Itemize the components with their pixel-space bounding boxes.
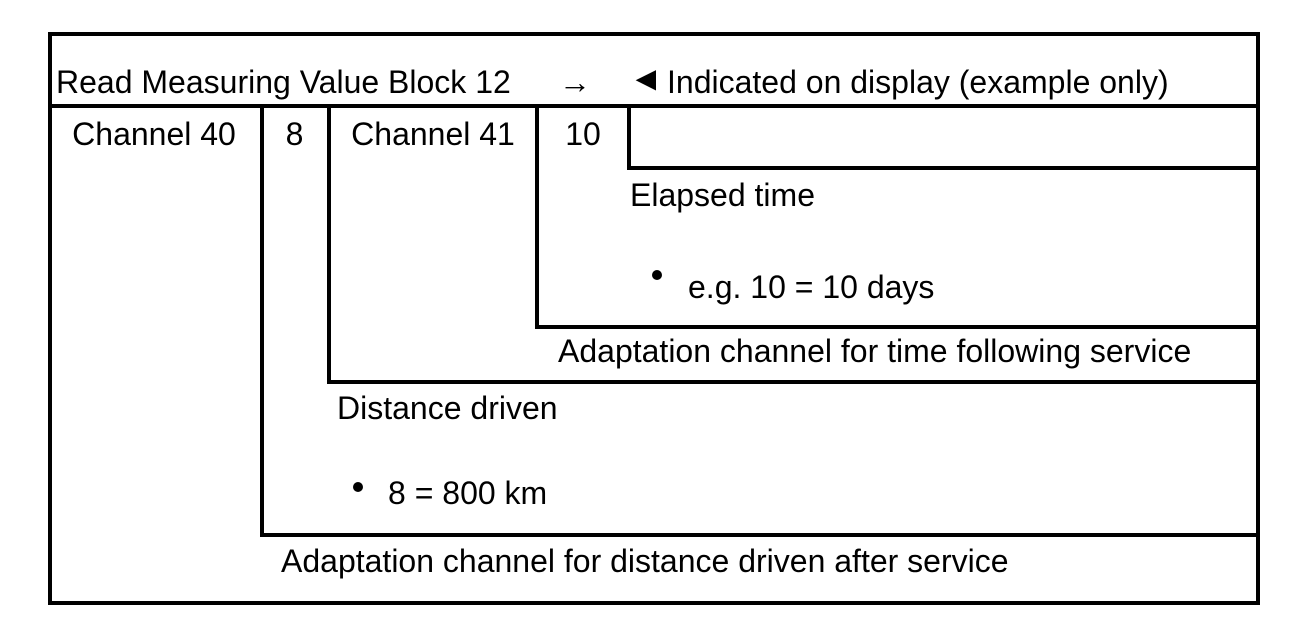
cell-channel41: Channel 41 (351, 116, 515, 152)
elapsed-time-title: Elapsed time (630, 177, 815, 213)
bracket-line-value10 (535, 325, 1256, 329)
bracket-line-display-value-area (627, 166, 1256, 170)
bullet-dot-icon (353, 482, 363, 492)
cell-display-value-empty (631, 108, 1256, 166)
bracket-line-channel41 (327, 380, 1256, 384)
header-row-separator-line (48, 104, 1260, 108)
divider-after-channel41 (535, 108, 539, 329)
elapsed-time-example: e.g. 10 = 10 days (688, 269, 935, 305)
divider-after-value8 (327, 108, 331, 384)
cell-value-10: 10 (565, 116, 601, 152)
distance-driven-title: Distance driven (337, 390, 558, 426)
distance-adaptation-channel-label: Adaptation channel for distance driven a… (281, 543, 1009, 579)
header-display-note: Indicated on display (example only) (667, 64, 1169, 100)
diagram-outer-border (48, 32, 1260, 605)
arrow-right-icon: → (559, 64, 591, 100)
distance-example: 8 = 800 km (388, 475, 548, 511)
time-adaptation-channel-label: Adaptation channel for time following se… (558, 333, 1192, 369)
cell-channel40: Channel 40 (72, 116, 236, 152)
cell-value-8: 8 (285, 116, 304, 152)
header-command-text: Read Measuring Value Block 12 (56, 64, 511, 100)
bullet-dot-icon (652, 270, 662, 280)
divider-after-value10 (627, 108, 631, 170)
bracket-line-channel40 (260, 533, 1256, 537)
display-marker-triangle-icon: ◄ (629, 60, 663, 98)
divider-after-channel40 (260, 108, 264, 537)
